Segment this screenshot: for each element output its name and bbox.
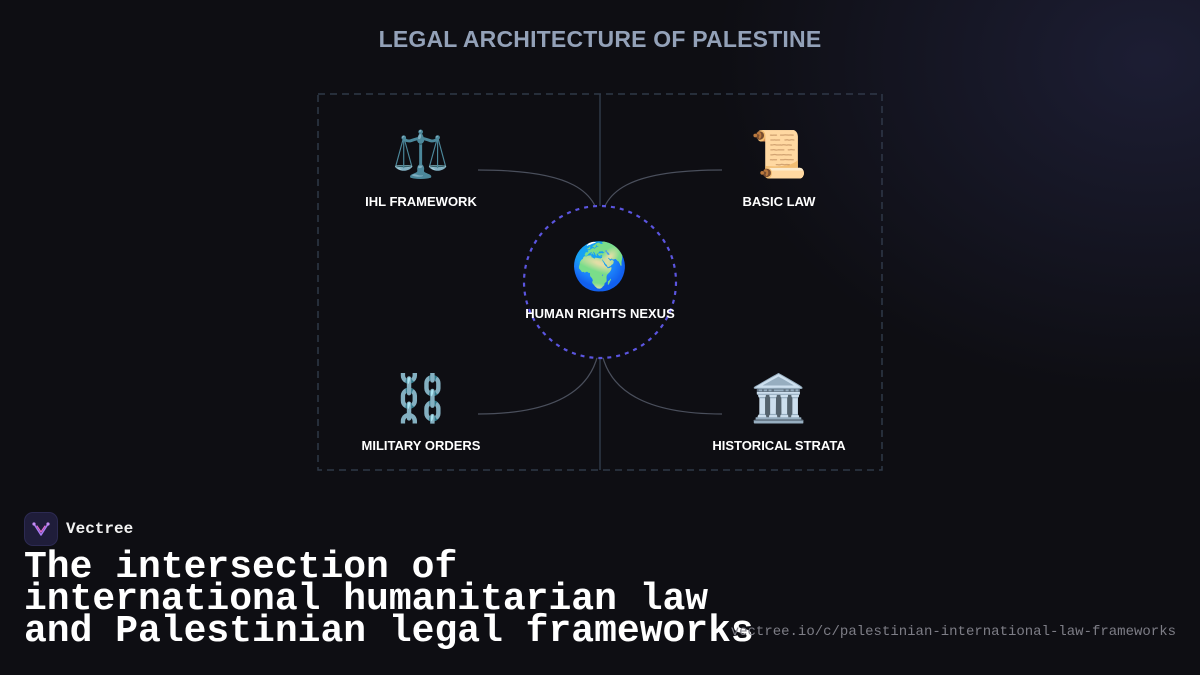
node-historical-strata: 🏛️ HISTORICAL STRATA	[679, 370, 879, 453]
headline-line-3: and Palestinian legal frameworks	[24, 610, 754, 653]
node-basic-law: 📜 BASIC LAW	[679, 126, 879, 209]
brand[interactable]: Vectree	[24, 512, 133, 546]
node-ihl-framework: ⚖️ IHL FRAMEWORK	[321, 126, 521, 209]
brand-name: Vectree	[66, 520, 134, 538]
scales-icon: ⚖️	[392, 128, 450, 180]
globe-icon: 🌍	[571, 240, 629, 292]
node-label-basic-law: BASIC LAW	[742, 194, 816, 209]
headline-line-1: The intersection of	[24, 546, 458, 589]
diagram-title: LEGAL ARCHITECTURE OF PALESTINE	[378, 26, 822, 52]
scroll-icon: 📜	[750, 128, 808, 180]
chains-icon: ⛓️	[392, 372, 450, 424]
classical-building-icon: 🏛️	[750, 372, 808, 424]
vectree-logo-icon	[24, 512, 58, 546]
source-url[interactable]: vectree.io/c/palestinian-international-l…	[730, 624, 1176, 640]
center-ring	[522, 204, 678, 360]
node-label-military-orders: MILITARY ORDERS	[361, 438, 481, 453]
vectree-logo-glyph	[32, 522, 50, 536]
node-human-rights-nexus: 🌍 HUMAN RIGHTS NEXUS	[500, 238, 700, 321]
headline: The intersection of international humani…	[24, 546, 754, 653]
node-label-human-rights-nexus: HUMAN RIGHTS NEXUS	[525, 306, 675, 321]
node-label-historical-strata: HISTORICAL STRATA	[712, 438, 846, 453]
node-label-ihl-framework: IHL FRAMEWORK	[365, 194, 477, 209]
headline-line-2: international humanitarian law	[24, 578, 709, 621]
node-military-orders: ⛓️ MILITARY ORDERS	[321, 370, 521, 453]
